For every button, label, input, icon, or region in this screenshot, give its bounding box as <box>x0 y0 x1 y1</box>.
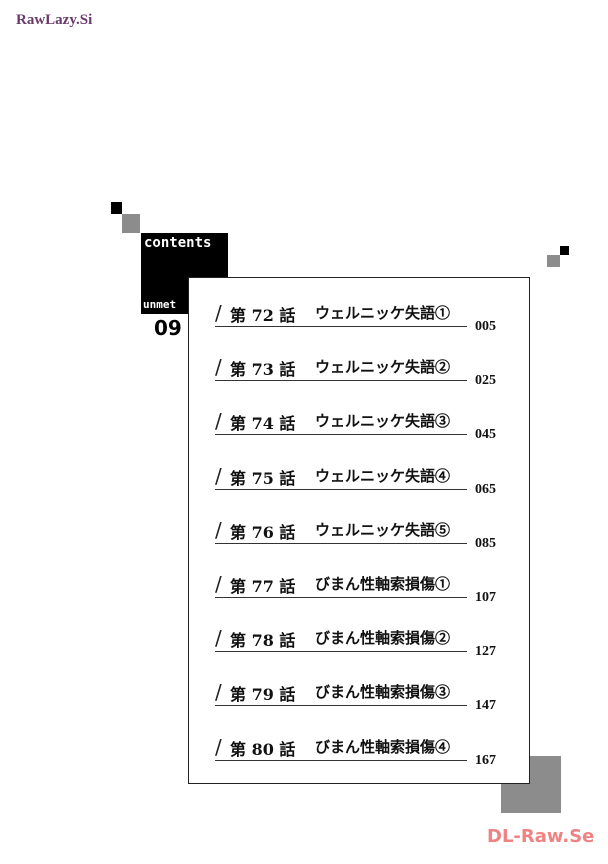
chapter-number: 第 79 話 <box>230 685 296 705</box>
chapter-title: ウェルニッケ失語⑤ <box>315 520 451 539</box>
decor-square <box>111 202 122 214</box>
series-name: unmet <box>143 298 177 311</box>
decor-square <box>560 246 569 255</box>
chapter-number: 第 77 話 <box>230 577 296 596</box>
slash-mark: / <box>215 517 222 542</box>
decor-square <box>122 214 140 233</box>
watermark-bottom: DL-Raw.Se <box>487 826 595 847</box>
underline <box>215 488 467 490</box>
chapter-title: ウェルニッケ失語① <box>315 304 451 322</box>
slash-mark: / <box>215 301 222 325</box>
toc-entry: / 第 72 話 ウェルニッケ失語① 005 <box>215 301 515 334</box>
chapter-number: 第 73 話 <box>230 360 296 380</box>
page-number: 085 <box>475 535 496 551</box>
toc-box <box>188 277 530 784</box>
chapter-number: 第 78 話 <box>230 631 296 651</box>
toc-entry: / 第 73 話 ウェルニッケ失語② 025 <box>215 355 515 388</box>
chapter-number: 第 80 話 <box>230 739 296 759</box>
slash-mark: / <box>215 409 222 434</box>
chapter-title: びまん性軸索損傷② <box>315 629 451 648</box>
toc-entry: / 第 79 話 びまん性軸索損傷③ 147 <box>215 680 515 713</box>
page-number: 025 <box>475 373 496 389</box>
chapter-number: 第 74 話 <box>230 414 296 434</box>
chapter-title: ウェルニッケ失語③ <box>315 412 451 431</box>
contents-title: contents <box>144 235 212 251</box>
slash-mark: / <box>215 463 222 488</box>
decor-square <box>547 255 560 267</box>
volume-number: 09 <box>154 316 182 340</box>
chapter-number: 第 72 話 <box>230 306 296 325</box>
underline <box>215 380 467 382</box>
chapter-number: 第 75 話 <box>230 468 296 488</box>
underline <box>215 434 467 436</box>
slash-mark: / <box>215 572 222 596</box>
slash-mark: / <box>215 734 222 759</box>
underline <box>215 759 467 761</box>
page-number: 127 <box>475 644 496 660</box>
toc-entry: / 第 74 話 ウェルニッケ失語③ 045 <box>215 409 515 442</box>
page-number: 045 <box>475 427 496 443</box>
slash-mark: / <box>215 680 222 705</box>
toc-entry: / 第 76 話 ウェルニッケ失語⑤ 085 <box>215 517 515 551</box>
chapter-title: ウェルニッケ失語② <box>315 358 451 377</box>
chapter-number: 第 76 話 <box>230 522 296 542</box>
toc-entry: / 第 80 話 びまん性軸索損傷④ 167 <box>215 734 515 768</box>
chapter-title: びまん性軸索損傷④ <box>315 737 451 756</box>
toc-entry: / 第 77 話 びまん性軸索損傷① 107 <box>215 572 515 605</box>
page-number: 107 <box>475 590 496 605</box>
underline <box>215 705 467 707</box>
chapter-title: びまん性軸索損傷① <box>315 575 451 593</box>
watermark-top: RawLazy.Si <box>16 12 93 28</box>
underline <box>215 542 467 544</box>
slash-mark: / <box>215 626 222 651</box>
chapter-title: びまん性軸索損傷③ <box>315 683 451 702</box>
page-number: 065 <box>475 481 496 497</box>
underline <box>215 651 467 653</box>
page-number: 005 <box>475 319 496 334</box>
toc-entry: / 第 78 話 びまん性軸索損傷② 127 <box>215 626 515 659</box>
underline <box>215 597 467 598</box>
page-number: 167 <box>475 752 496 768</box>
page-number: 147 <box>475 698 496 714</box>
chapter-title: ウェルニッケ失語④ <box>315 466 451 485</box>
underline <box>215 326 467 327</box>
slash-mark: / <box>215 355 222 380</box>
toc-entry: / 第 75 話 ウェルニッケ失語④ 065 <box>215 463 515 497</box>
